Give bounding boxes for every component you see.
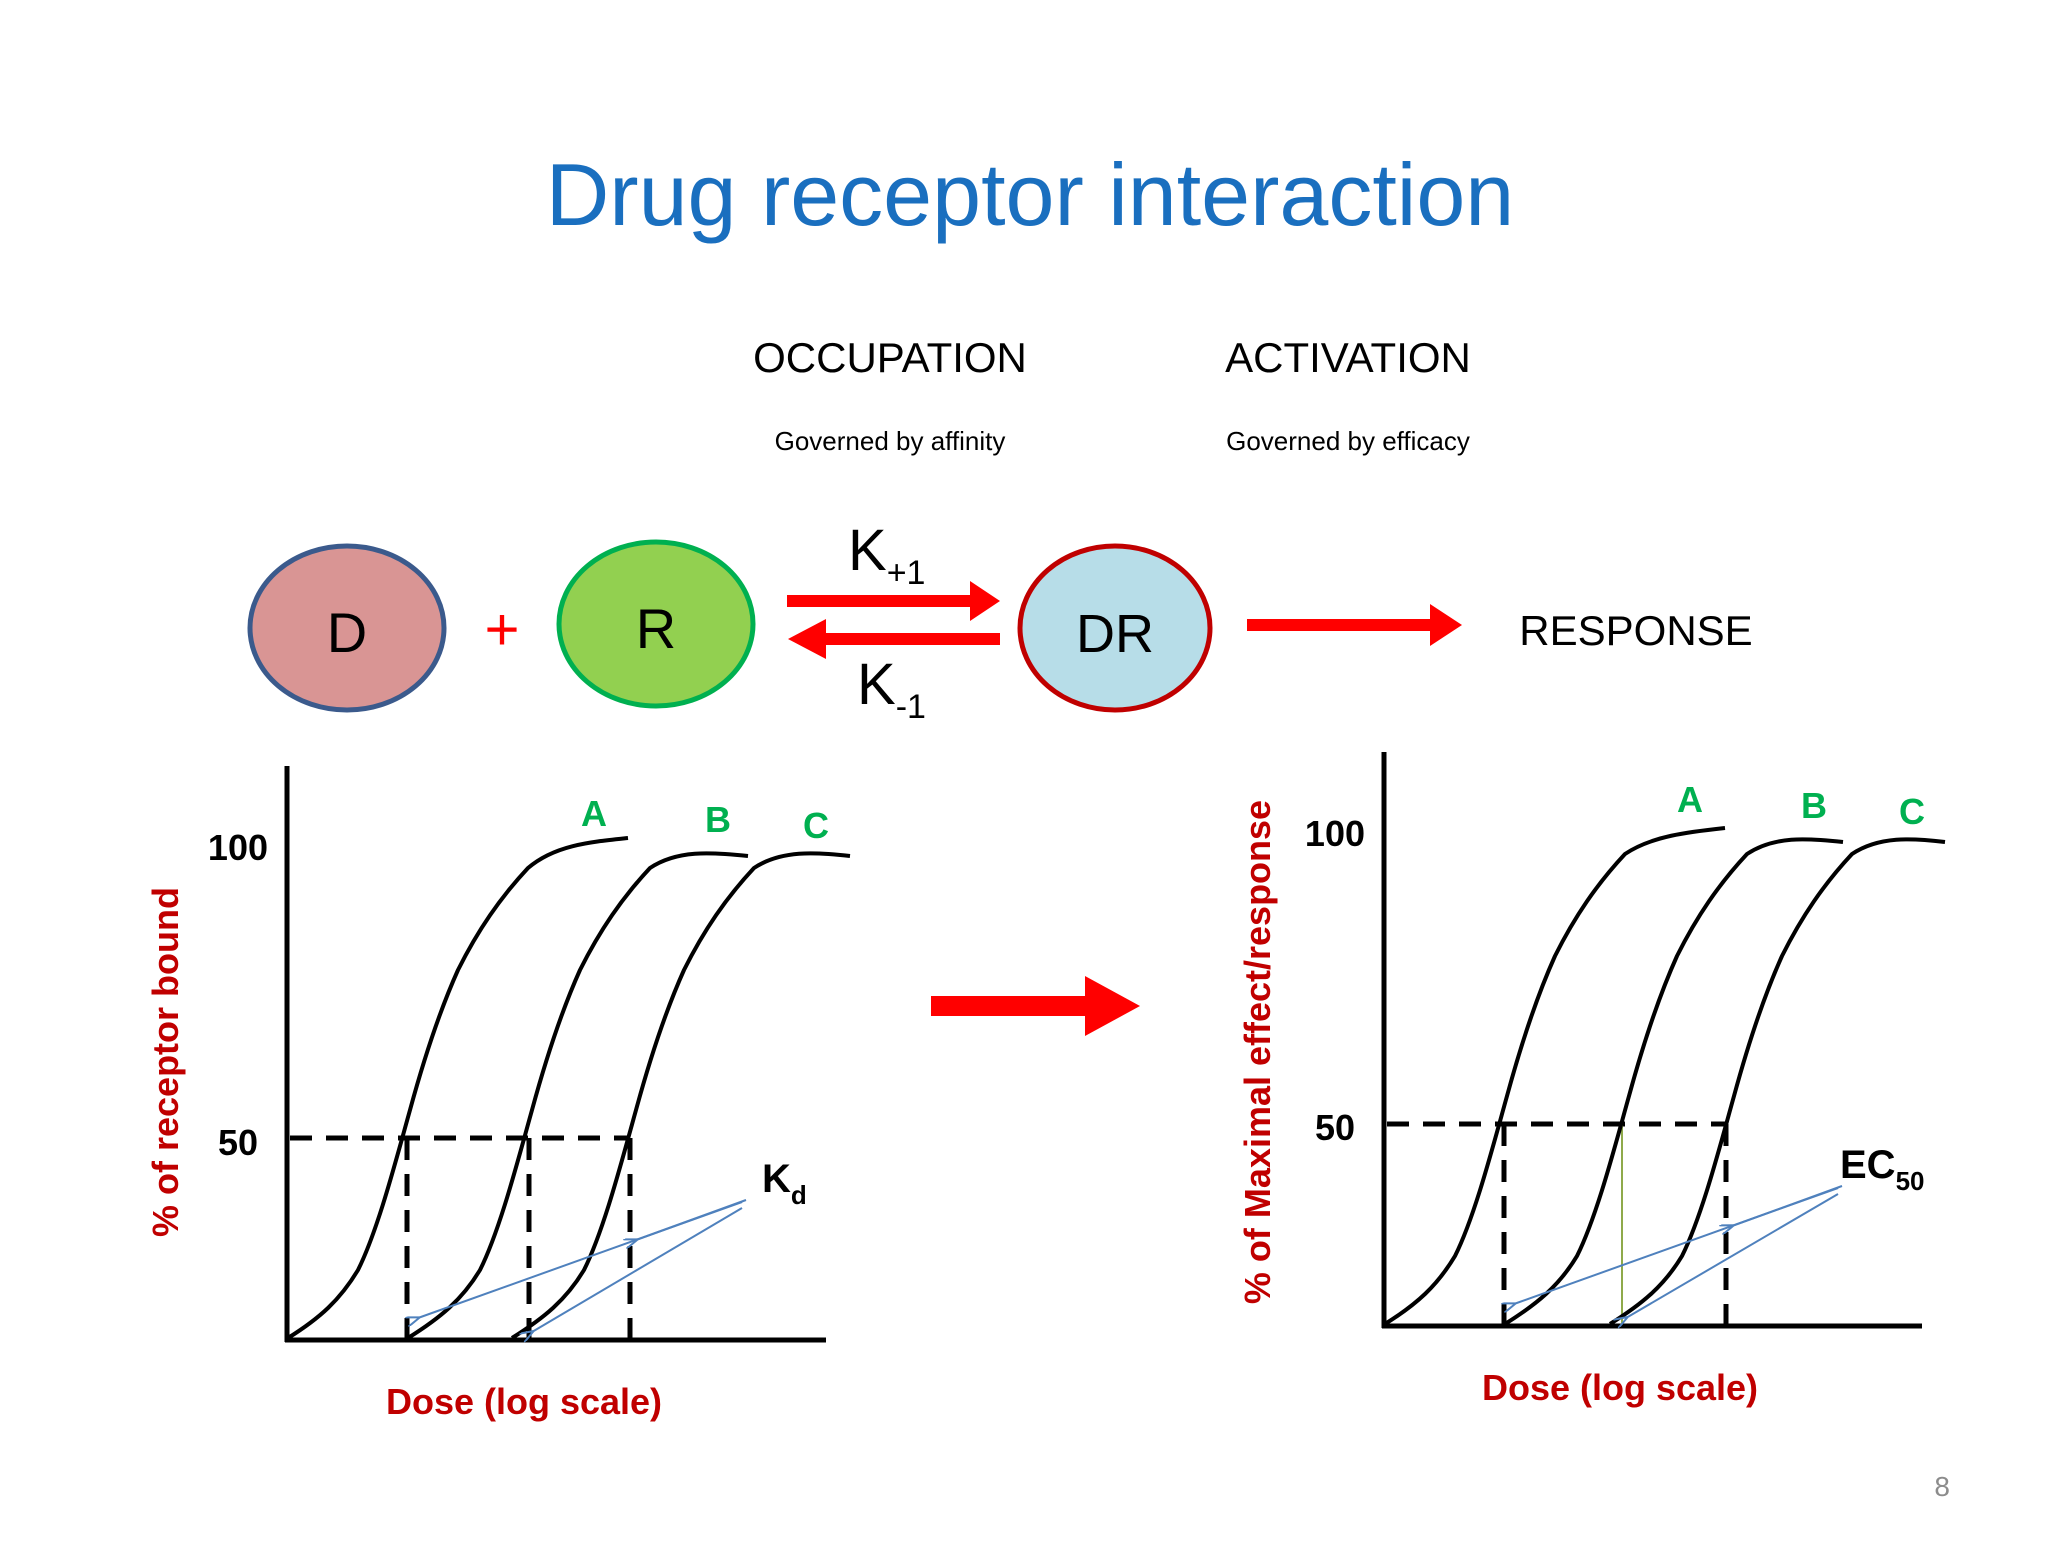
effect-curve-label-c: C — [1899, 791, 1925, 832]
plus-sign: + — [484, 596, 519, 663]
drug-label: D — [327, 601, 367, 664]
forward-rate-label: K+1 — [848, 518, 925, 592]
occupation-heading: OCCUPATION — [753, 334, 1027, 381]
ec50-pointer-b — [1626, 1193, 1839, 1318]
binding-tick-50: 50 — [218, 1122, 258, 1163]
effect-curve-b — [1503, 837, 1844, 1326]
reverse-rate-label: K-1 — [857, 652, 926, 726]
drug-node — [247, 543, 447, 713]
binding-x-label: Dose (log scale) — [386, 1381, 662, 1422]
binding-curve-label-c: C — [803, 805, 829, 846]
effect-x-label: Dose (log scale) — [1482, 1367, 1758, 1408]
response-arrow — [1247, 604, 1462, 646]
receptor-node — [556, 539, 756, 709]
effect-tick-100: 100 — [1305, 813, 1365, 854]
kd-pointer-b — [532, 1207, 743, 1332]
binding-curve-label-a: A — [581, 793, 607, 834]
binding-curve-a — [286, 836, 629, 1340]
page-number: 8 — [1934, 1471, 1950, 1502]
reverse-arrow — [788, 619, 1000, 659]
activation-caption: Governed by efficacy — [1226, 426, 1470, 456]
ec50-pointer-c — [1732, 1185, 1843, 1226]
occupation-caption: Governed by affinity — [775, 426, 1006, 456]
response-label: RESPONSE — [1519, 607, 1752, 654]
complex-node — [1017, 543, 1213, 713]
binding-curve-label-b: B — [705, 799, 731, 840]
activation-heading: ACTIVATION — [1225, 334, 1471, 381]
binding-chart: 100 50 % of receptor bound Dose (log sca… — [145, 766, 851, 1422]
binding-curve-b — [406, 851, 749, 1340]
reaction-scheme: D + R K+1 K-1 DR RESPONSE — [247, 518, 1753, 726]
binding-y-label: % of receptor bound — [145, 887, 186, 1237]
effect-curve-label-b: B — [1801, 785, 1827, 826]
effect-curve-a — [1383, 826, 1726, 1326]
transition-arrow — [931, 976, 1140, 1036]
effect-tick-50: 50 — [1315, 1107, 1355, 1148]
page-title: Drug receptor interaction — [546, 145, 1514, 244]
effect-curve-c — [1608, 837, 1946, 1326]
forward-arrow — [787, 581, 1000, 621]
ec50-annotation: EC50 — [1840, 1143, 1925, 1196]
effect-chart: 100 50 % of Maximal effect/response Dose… — [1237, 752, 1946, 1408]
binding-tick-100: 100 — [208, 827, 268, 868]
effect-y-label: % of Maximal effect/response — [1237, 800, 1278, 1304]
kd-pointer-c — [636, 1199, 747, 1240]
kd-annotation: Kd — [762, 1157, 807, 1210]
binding-curve-c — [510, 851, 851, 1340]
receptor-label: R — [636, 597, 676, 660]
effect-curve-label-a: A — [1677, 779, 1703, 820]
complex-label: DR — [1076, 604, 1154, 664]
